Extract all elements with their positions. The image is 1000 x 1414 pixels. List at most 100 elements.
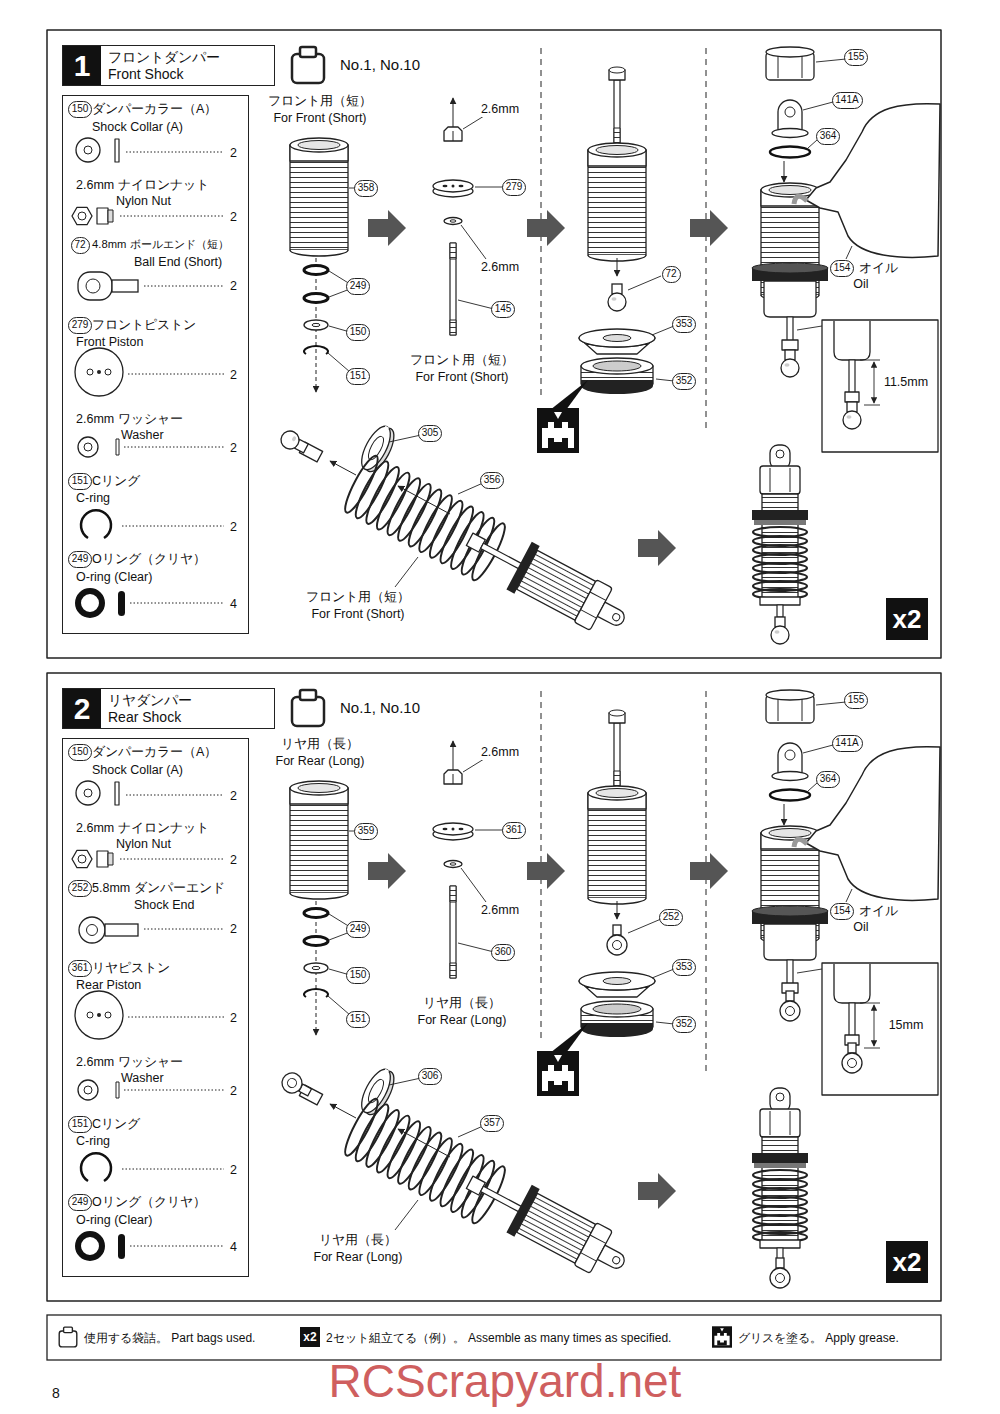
legend-text: 使用する袋詰。 Part bags used.	[84, 1331, 255, 1345]
callout-text: 145	[495, 304, 512, 314]
callout-text: 305	[422, 428, 439, 438]
dimension: 2.6mm	[479, 102, 521, 117]
part-name: Nylon Nut	[116, 194, 171, 209]
part-note: リヤ用（長）	[279, 737, 361, 752]
part-note: For Front (Short)	[413, 370, 510, 385]
callout-text: 279	[506, 182, 523, 192]
part-note: リヤ用（長）	[317, 1233, 399, 1248]
callout-number: 141A	[832, 92, 863, 109]
part-name: O-ring (Clear)	[76, 1213, 152, 1228]
callout-text: 141A	[835, 738, 858, 748]
callout-number: 154	[830, 260, 854, 277]
legend-text: 2セット組立てる（例）。 Assemble as many times as s…	[326, 1331, 671, 1345]
part-name: 2.6mm ワッシャー	[76, 412, 183, 427]
part-note: For Rear (Long)	[312, 1250, 405, 1265]
part-note: For Front (Short)	[271, 111, 368, 126]
callout-number: 249	[346, 921, 370, 938]
part-name: ダンパーカラー（A）	[92, 102, 217, 117]
step-title: リヤダンパー	[108, 692, 192, 709]
legend-item: グリスを塗る。 Apply grease.	[738, 1328, 899, 1346]
callout-text: 361	[72, 963, 89, 973]
callout-text: 353	[676, 319, 693, 329]
quantity: 2	[230, 922, 237, 937]
callout-text: 357	[484, 1118, 501, 1128]
quantity: 2	[230, 789, 237, 804]
callout-text: 306	[422, 1071, 439, 1081]
step-number: 2	[63, 689, 101, 728]
part-name: Shock Collar (A)	[92, 763, 183, 778]
callout-number: 150	[68, 101, 92, 118]
part-name: C-ring	[76, 491, 110, 506]
repeat-badge: x2	[886, 598, 928, 640]
callout-number: 151	[346, 368, 370, 385]
part-name: Oリング（クリヤ）	[92, 552, 206, 567]
part-note: For Front (Short)	[309, 607, 406, 622]
quantity: 2	[230, 441, 237, 456]
callout-text: 151	[350, 371, 367, 381]
callout-text: 249	[72, 1197, 89, 1207]
part-note: Oil	[851, 277, 870, 292]
step-title: フロントダンパー	[108, 49, 220, 66]
part-name: O-ring (Clear)	[76, 570, 152, 585]
step-header: フロントダンパーFront Shock1	[62, 45, 275, 86]
part-name: Cリング	[92, 474, 140, 489]
part-name: Nylon Nut	[116, 837, 171, 852]
callout-text: 155	[848, 52, 865, 62]
part-name: 2.6mm ナイロンナット	[76, 821, 209, 836]
dimension: 2.6mm	[479, 260, 521, 275]
callout-number: 361	[502, 822, 526, 839]
part-name: Cリング	[92, 1117, 140, 1132]
part-name: 2.6mm ワッシャー	[76, 1055, 183, 1070]
quantity: 2	[230, 1084, 237, 1099]
part-name: Washer	[121, 428, 164, 443]
callout-text: 151	[350, 1014, 367, 1024]
quantity: 2	[230, 368, 237, 383]
callout-number: 357	[480, 1115, 504, 1132]
callout-text: 155	[848, 695, 865, 705]
callout-text: 361	[506, 825, 523, 835]
callout-text: 252	[72, 883, 89, 893]
callout-number: 150	[346, 967, 370, 984]
part-note: オイル	[857, 261, 900, 276]
callout-text: 352	[676, 1019, 693, 1029]
callout-number: 151	[68, 473, 92, 490]
dimension: 2.6mm	[479, 903, 521, 918]
callout-text: 364	[820, 774, 837, 784]
callout-number: 352	[672, 373, 696, 390]
callout-number: 145	[491, 301, 515, 318]
step-title: Rear Shock	[108, 709, 181, 726]
watermark: RCScrapyard.net	[329, 1358, 682, 1404]
callout-text: 353	[676, 962, 693, 972]
callout-text: 150	[350, 327, 367, 337]
quantity: 2	[230, 279, 237, 294]
callout-text: 249	[350, 281, 367, 291]
part-note: フロント用（短）	[304, 590, 412, 605]
callout-text: 360	[495, 947, 512, 957]
callout-text: 150	[72, 104, 89, 114]
callout-number: 306	[418, 1068, 442, 1085]
dimension: 11.5mm	[882, 375, 930, 390]
callout-text: 154	[834, 263, 851, 273]
part-name: Shock End	[134, 898, 194, 913]
quantity: 4	[230, 1240, 237, 1255]
part-note: リヤ用（長）	[421, 996, 503, 1011]
dimension: 15mm	[887, 1018, 926, 1033]
part-note: Oil	[851, 920, 870, 935]
part-name: フロントピストン	[92, 318, 196, 333]
legend-item: 2セット組立てる（例）。 Assemble as many times as s…	[326, 1328, 671, 1346]
repeat-text: x2	[893, 606, 922, 632]
part-name: Oリング（クリヤ）	[92, 1195, 206, 1210]
part-note: For Rear (Long)	[274, 754, 367, 769]
step-number: 1	[63, 46, 101, 85]
callout-number: 305	[418, 425, 442, 442]
part-name: Ball End (Short)	[134, 255, 222, 270]
part-name: Front Piston	[76, 335, 143, 350]
callout-text: 151	[72, 1119, 89, 1129]
callout-number: 279	[68, 317, 92, 334]
callout-number: 361	[68, 960, 92, 977]
callout-number: 155	[844, 49, 868, 66]
repeat-text: x2	[893, 1249, 922, 1275]
callout-number: 252	[659, 909, 683, 926]
callout-text: 72	[665, 269, 676, 279]
callout-number: 352	[672, 1016, 696, 1033]
